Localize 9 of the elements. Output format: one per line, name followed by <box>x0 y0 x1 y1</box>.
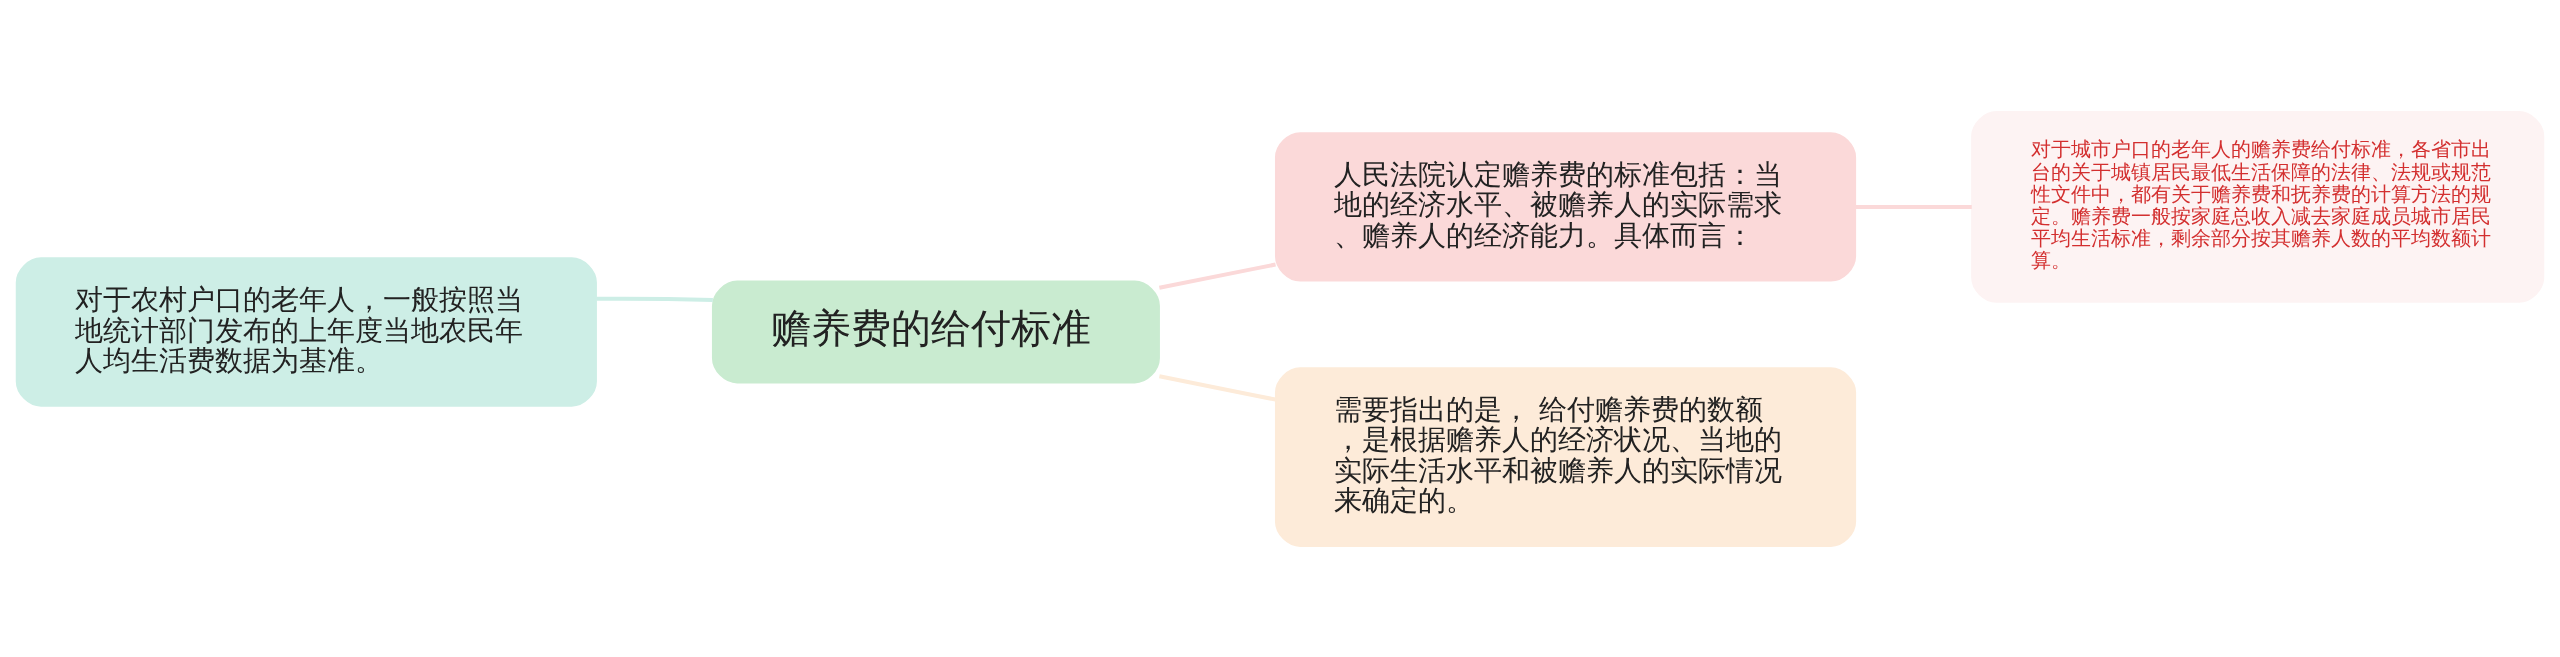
node-box: 赡养费的给付标准 <box>711 280 1160 383</box>
node-box: 对于城市户口的老年人的赡养费给付标准，各省市出台的关于城镇居民最低生活保障的法律、法规或规范性文件中，都有关于赡养费和抚养费的计算方法的规定。赡养费一般按家庭总收入减去家庭成员城市居民平均生活标准，剩余部分按其赡养人数的平均数额计算。 <box>1971 110 2545 303</box>
connector <box>1159 373 1276 402</box>
node-box: 对于农村户口的老年人，一般按照当地统计部门发布的上年度当地农民年人均生活费数据为基准。 <box>15 256 597 407</box>
connector <box>1855 204 1972 209</box>
node-box: 需要指出的是， 给付赡养费的数额，是根据赡养人的经济状况、当地的实际生活水平和被赡养人的实际情况来确定的。 <box>1274 366 1857 547</box>
connector <box>1159 262 1276 290</box>
node-box: 人民法院认定赡养费的标准包括：当地的经济水平、被赡养人的实际需求、赡养人的经济能力。具体而言： <box>1274 131 1857 282</box>
connector <box>596 296 713 302</box>
